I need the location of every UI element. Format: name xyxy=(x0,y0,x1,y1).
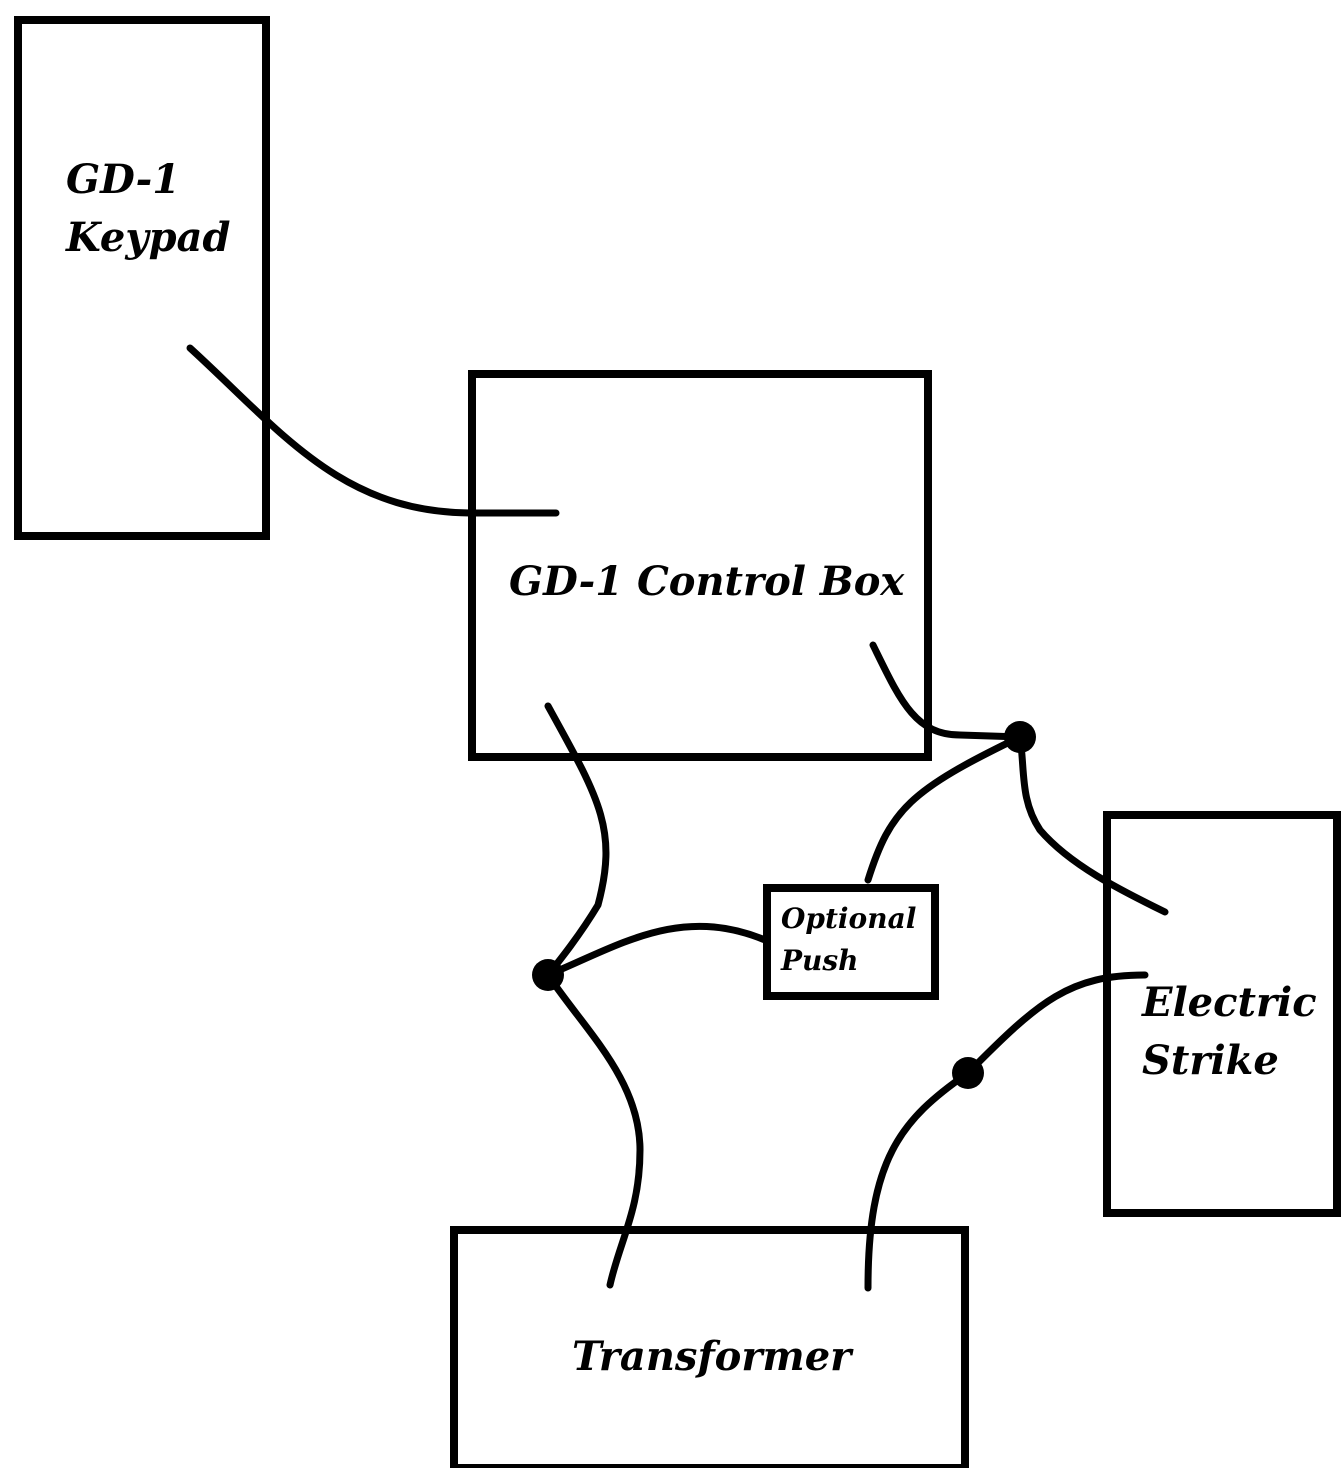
transformer-label: Transformer xyxy=(572,1333,854,1380)
keypad-label-line1: GD-1 xyxy=(66,156,180,203)
transformer-component: Transformer xyxy=(450,1226,969,1468)
electric-strike-label-line2: Strike xyxy=(1142,1037,1279,1084)
control-box-box xyxy=(468,370,932,761)
keypad-component: GD-1 Keypad xyxy=(14,16,270,540)
push-button-box xyxy=(763,884,939,1000)
push-button-label-line1: Optional xyxy=(781,902,916,935)
control-box-to-junction-right-wire xyxy=(869,641,1024,741)
push-button-to-junction-right-wire xyxy=(864,733,1024,884)
keypad-box xyxy=(14,16,270,540)
junction-left-to-push-button-wire xyxy=(544,922,769,979)
push-button-component: Optional Push xyxy=(763,884,939,1000)
control-box-component: GD-1 Control Box xyxy=(468,370,932,761)
control-box-to-junction-left-wire xyxy=(544,702,610,979)
push-button-label-line2: Push xyxy=(780,944,859,977)
junction-right-to-strike-wire xyxy=(1016,733,1169,916)
junction-right-dot xyxy=(1004,721,1036,753)
transformer-box xyxy=(450,1226,969,1468)
electric-strike-component: Electric Strike xyxy=(1103,811,1341,1217)
junction-left-dot xyxy=(532,959,564,991)
keypad-to-control-box-wire xyxy=(186,344,560,517)
electric-strike-label-line1: Electric xyxy=(1141,979,1317,1026)
control-box-label: GD-1 Control Box xyxy=(509,558,905,605)
junction-bottom-dot xyxy=(952,1057,984,1089)
junction-left-to-transformer-wire xyxy=(544,971,644,1289)
junction-bottom-to-transformer-wire xyxy=(864,1069,972,1292)
keypad-label-line2: Keypad xyxy=(65,214,230,261)
electric-strike-box xyxy=(1103,811,1341,1217)
strike-to-junction-bottom-wire xyxy=(964,971,1149,1077)
